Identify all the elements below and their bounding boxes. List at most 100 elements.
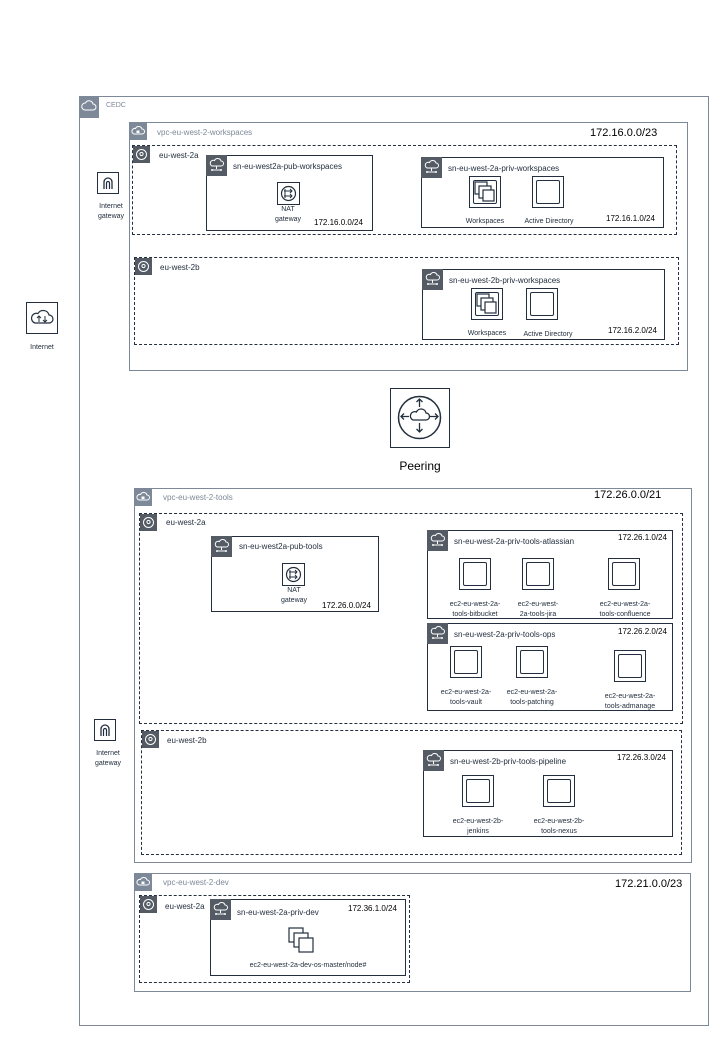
internet-gateway-icon xyxy=(94,719,116,741)
ec2-dev-label: ec2-eu-west-2a-dev-os-master/node# xyxy=(249,962,367,969)
az-a-name: eu-west-2a xyxy=(159,151,199,160)
subnet-icon xyxy=(210,899,231,920)
active-directory-icon xyxy=(532,176,564,208)
subnet-priv-tools-atlassian xyxy=(427,530,673,619)
subnet-priv-workspaces-2a-name: sn-eu-west-2a-priv-workspaces xyxy=(448,164,560,173)
nat-label: NAT gateway xyxy=(280,587,308,604)
ec2-vault-label: ec2-eu-west-2a- tools-vault xyxy=(440,689,492,706)
ec2-instance-icon xyxy=(516,646,548,678)
ec2-instance-icon xyxy=(543,775,575,807)
ec2-nexus-label: ec2-eu-west-2b- tools-nexus xyxy=(533,818,585,835)
vpc-workspaces-name: vpc-eu-west-2-workspaces xyxy=(157,128,253,137)
ec2-instances-icon xyxy=(286,925,318,957)
subnet-icon xyxy=(211,536,232,557)
vpc-tools-cidr: 172.26.0.0/21 xyxy=(594,489,662,501)
az-a-name: eu-west-2a xyxy=(165,902,205,911)
subnet-pub-tools-name: sn-eu-west2a-pub-tools xyxy=(239,542,323,551)
subnet-priv-workspaces-2b-cidr: 172.16.2.0/24 xyxy=(608,326,657,335)
vpc-dev-cidr: 172.21.0.0/23 xyxy=(615,878,683,890)
availability-zone-icon xyxy=(140,896,157,913)
subnet-icon xyxy=(427,530,448,551)
peering-label: Peering xyxy=(399,459,441,473)
internet-gateway-icon xyxy=(97,172,119,194)
subnet-pub-workspaces xyxy=(206,155,373,231)
subnet-ops-name: sn-eu-west-2a-priv-tools-ops xyxy=(454,630,556,639)
az-eu-west-2b xyxy=(141,730,682,855)
internet-label: Internet xyxy=(30,344,54,351)
subnet-priv-workspaces-2b-name: sn-eu-west-2b-priv-workspaces xyxy=(449,276,561,285)
ad-label: Active Directory xyxy=(524,218,574,225)
nat-gateway-icon xyxy=(282,563,305,586)
ec2-instance-icon xyxy=(450,646,482,678)
subnet-priv-tools-pipeline xyxy=(423,750,673,837)
availability-zone-icon xyxy=(140,514,157,531)
cloud-label: CEDC xyxy=(106,102,126,109)
ec2-confluence-label: ec2-eu-west-2a- tools-confluence xyxy=(599,601,651,618)
subnet-atlassian-cidr: 172.26.1.0/24 xyxy=(618,533,667,542)
igw-bottom-label: Internet gateway xyxy=(94,750,122,767)
ec2-instance-icon xyxy=(522,558,554,590)
subnet-pub-workspaces-cidr: 172.16.0.0/24 xyxy=(314,218,363,227)
subnet-icon xyxy=(423,750,444,771)
subnet-icon xyxy=(421,157,442,178)
ad-label: Active Directory xyxy=(523,331,573,338)
vpc-dev xyxy=(134,873,691,992)
ec2-instance-icon xyxy=(608,558,640,590)
subnet-pub-tools-cidr: 172.26.0.0/24 xyxy=(322,601,371,610)
igw-top-label: Internet gateway xyxy=(97,203,125,220)
vpc-tools xyxy=(134,488,692,863)
subnet-icon xyxy=(206,155,227,176)
subnet-pipeline-cidr: 172.26.3.0/24 xyxy=(617,753,666,762)
ec2-instance-icon xyxy=(459,558,491,590)
subnet-dev-cidr: 172.36.1.0/24 xyxy=(348,904,397,913)
ec2-admanage-label: ec2-eu-west-2a- tools-admanage xyxy=(604,693,656,710)
vpc-tools-name: vpc-eu-west-2-tools xyxy=(163,493,233,502)
az-b-name: eu-west-2b xyxy=(160,263,200,272)
ec2-bitbucket-label: ec2-eu-west-2a- tools-bitbucket xyxy=(449,601,501,618)
vpc-workspaces-cidr: 172.16.0.0/23 xyxy=(590,127,658,139)
subnet-pipeline-name: sn-eu-west-2b-priv-tools-pipeline xyxy=(450,757,567,766)
az-b-name: eu-west-2b xyxy=(167,736,207,745)
ws-label: Workspaces xyxy=(465,218,505,225)
ec2-instance-icon xyxy=(614,650,646,682)
subnet-pub-workspaces-name: sn-eu-west2a-pub-workspaces xyxy=(233,162,342,171)
subnet-icon xyxy=(427,623,448,644)
subnet-priv-dev xyxy=(210,899,406,976)
nat-gateway-icon xyxy=(277,182,300,205)
aws-cloud-icon xyxy=(79,96,99,118)
subnet-priv-workspaces-2a-cidr: 172.16.1.0/24 xyxy=(606,214,655,223)
az-eu-west-2b xyxy=(134,257,679,345)
subnet-priv-workspaces-2b xyxy=(422,269,665,340)
vpc-icon xyxy=(134,488,152,506)
availability-zone-icon xyxy=(133,146,150,163)
az-a-name: eu-west-2a xyxy=(166,518,206,527)
ec2-jira-label: ec2-eu-west- 2a-tools-jira xyxy=(517,601,559,618)
availability-zone-icon xyxy=(135,258,152,275)
peering-icon xyxy=(390,388,450,448)
subnet-ops-cidr: 172.26.2.0/24 xyxy=(618,627,667,636)
ws-label: Workspaces xyxy=(467,330,507,337)
ec2-patching-label: ec2-eu-west-2a- tools-patching xyxy=(506,689,558,706)
az-eu-west-2a xyxy=(132,145,677,235)
az-eu-west-2a xyxy=(139,513,683,724)
subnet-pub-tools xyxy=(211,536,379,612)
vpc-dev-name: vpc-eu-west-2-dev xyxy=(163,878,229,887)
active-directory-icon xyxy=(526,288,558,320)
workspaces-icon xyxy=(469,176,501,208)
subnet-icon xyxy=(422,269,443,290)
ec2-instance-icon xyxy=(462,775,494,807)
vpc-workspaces xyxy=(129,122,688,371)
workspaces-icon xyxy=(471,288,503,320)
subnet-priv-tools-ops xyxy=(427,623,673,711)
availability-zone-icon xyxy=(142,731,159,748)
subnet-atlassian-name: sn-eu-west-2a-priv-tools-atlassian xyxy=(454,537,575,546)
nat-label: NAT gateway xyxy=(274,206,302,223)
subnet-dev-name: sn-eu-west-2a-priv-dev xyxy=(237,908,319,917)
az-eu-west-2a xyxy=(139,895,410,983)
vpc-icon xyxy=(129,122,147,140)
vpc-icon xyxy=(134,873,152,891)
internet-icon xyxy=(26,302,58,334)
subnet-priv-workspaces-2a xyxy=(421,157,664,228)
aws-cloud-group xyxy=(79,96,709,1026)
ec2-jenkins-label: ec2-eu-west-2b- jenkins xyxy=(452,818,504,835)
